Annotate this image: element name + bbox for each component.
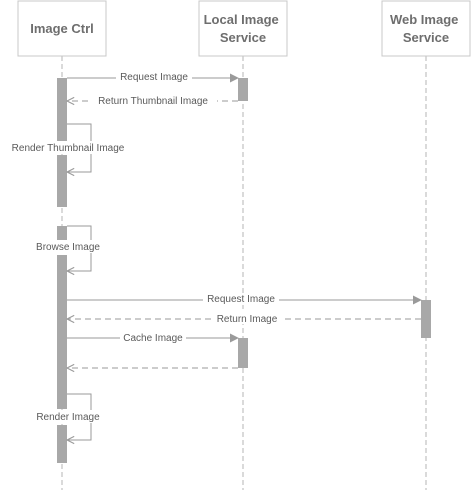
participant-web-image-service[interactable]: Web Image Service	[381, 0, 471, 57]
message-label: Render Thumbnail Image	[12, 143, 125, 154]
participant-box-local-image-service	[198, 0, 288, 57]
participant-label-line: Image Ctrl	[30, 21, 94, 36]
message-label: Render Image	[36, 412, 100, 423]
message-label: Request Image	[120, 72, 188, 83]
message-label-bg	[116, 71, 192, 83]
participant-label-web-image-service: Web Image Service	[390, 12, 462, 45]
activation-bar-local-1	[238, 78, 248, 101]
message-label-bg	[120, 331, 186, 343]
participant-label-line: Service	[403, 30, 449, 45]
message-label-bg	[6, 141, 130, 154]
message-label: Browse Image	[36, 242, 100, 253]
participant-label-line: Local Image	[204, 12, 279, 27]
message-label-bg	[203, 293, 279, 305]
message-label: Return Image	[217, 314, 278, 325]
participant-label-line: Service	[220, 30, 266, 45]
message-label-bg	[32, 240, 104, 253]
message-render-image[interactable]: Render Image	[33, 393, 103, 440]
participant-label-image-ctrl: Image Ctrl	[30, 21, 94, 36]
message-label-bg	[33, 410, 103, 423]
participant-label-local-image-service: Local Image Service	[204, 12, 283, 45]
activation-bar-local-2	[238, 338, 248, 368]
message-label: Request Image	[207, 294, 275, 305]
participant-box-web-image-service	[381, 0, 471, 57]
message-label: Return Thumbnail Image	[98, 96, 208, 107]
participant-local-image-service[interactable]: Local Image Service	[198, 0, 288, 57]
participant-box-image-ctrl	[17, 0, 107, 57]
message-cache-image[interactable]: Cache Image	[67, 331, 239, 344]
participant-label-line: Web Image	[390, 12, 458, 27]
participant-image-ctrl[interactable]: Image Ctrl	[17, 0, 107, 57]
message-request-image-local[interactable]: Request Image	[67, 71, 239, 83]
message-render-thumbnail[interactable]: Render Thumbnail Image	[6, 123, 130, 172]
activation-bar-ctrl-2	[57, 155, 67, 207]
message-label: Cache Image	[123, 333, 183, 344]
activation-bar-ctrl-3	[57, 226, 67, 240]
message-request-image-web[interactable]: Request Image	[67, 293, 422, 305]
activation-bar-ctrl-5	[57, 425, 67, 463]
activation-bar-ctrl-4	[57, 255, 67, 409]
activation-bar-ctrl-1	[57, 78, 67, 141]
message-return-image[interactable]: Return Image	[67, 312, 421, 325]
message-label-bg	[212, 312, 282, 324]
message-label-bg	[89, 94, 217, 106]
activation-bar-web-1	[421, 300, 431, 338]
message-browse-image[interactable]: Browse Image	[32, 225, 104, 271]
message-return-thumbnail[interactable]: Return Thumbnail Image	[67, 94, 238, 107]
